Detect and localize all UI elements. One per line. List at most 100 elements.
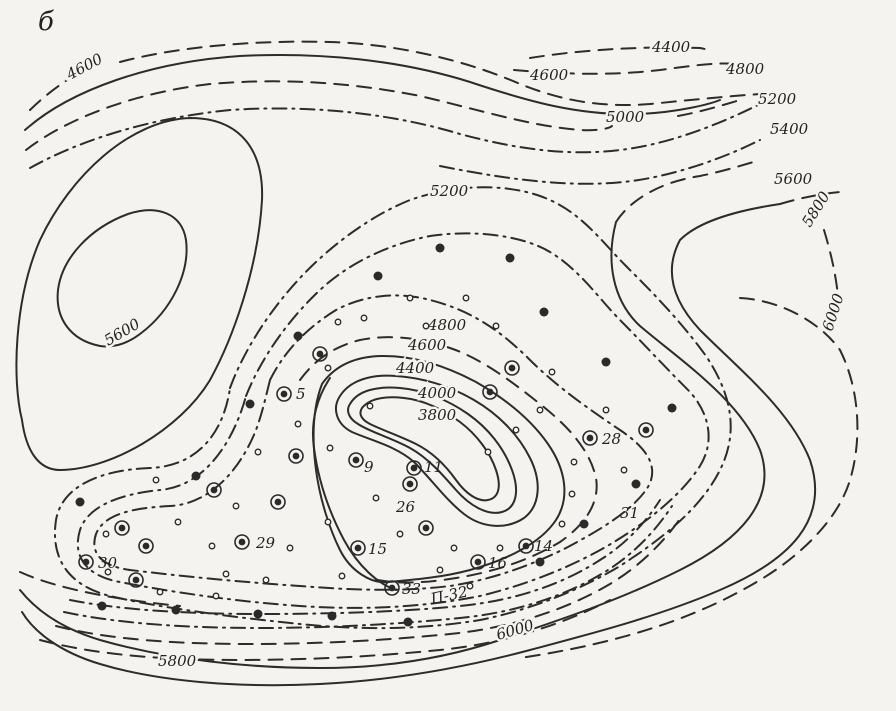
contour-label-4600-top-left: 4600 (63, 50, 106, 84)
well-label-14: 14 (534, 537, 553, 555)
well-label-26: 26 (395, 498, 416, 516)
contour-label-4800-inner: 4800 (427, 316, 467, 334)
well-label-11: 11 (424, 458, 443, 476)
well-label-28: 28 (601, 430, 621, 448)
ring-well (138, 538, 154, 554)
well-label-p32: П-32 (428, 583, 469, 609)
well-label-29: 29 (255, 534, 276, 552)
ring-well (418, 520, 434, 536)
isoline-5600-right (615, 159, 761, 223)
filled-well-dot (373, 271, 383, 281)
ring-well (482, 384, 498, 400)
panel-letter: б (38, 7, 54, 37)
isoline-bottom-5 (19, 571, 181, 607)
hollow-well-dot (512, 426, 520, 434)
well-label-30: 30 (98, 554, 118, 572)
ring-well (312, 346, 328, 362)
filled-well-dot (601, 357, 611, 367)
isoline-5400 (439, 139, 761, 185)
hollow-well-dot (492, 322, 500, 330)
well-label-15: 15 (368, 540, 387, 558)
filled-well-dot (403, 617, 413, 627)
hollow-well-dot (406, 294, 414, 302)
contour-label-3800: 3800 (418, 406, 457, 424)
hollow-well-dot (104, 568, 112, 576)
contour-label-5800-bottom: 5800 (158, 652, 197, 670)
isoline-bottom-4 (39, 599, 611, 661)
ring-well (350, 540, 366, 556)
isoline-4000 (335, 374, 539, 527)
hollow-well-dot (152, 476, 160, 484)
hollow-well-dot (338, 572, 346, 580)
ring-well (206, 482, 222, 498)
filled-well-dot (535, 557, 545, 567)
hollow-well-dot (372, 494, 380, 502)
hollow-well-dot (334, 318, 342, 326)
isoline-4600-top-left (29, 40, 761, 111)
hollow-well-dot (620, 466, 628, 474)
isoline-4400 (529, 46, 713, 59)
filled-well-dot (327, 611, 337, 621)
filled-well-dot (539, 307, 549, 317)
hollow-well-dot (536, 406, 544, 414)
filled-well-dot (97, 601, 107, 611)
isoline-5200-upper (29, 103, 761, 169)
ring-well (384, 580, 400, 596)
isoline-boundary-west (312, 377, 397, 591)
hollow-well-dot (222, 570, 230, 578)
hollow-well-dot (360, 314, 368, 322)
isoline-5000 (25, 80, 741, 151)
isoline-bottom-1 (69, 499, 661, 615)
ring-well (518, 538, 534, 554)
hollow-well-dot (254, 448, 262, 456)
isoline-4600-top-right (513, 62, 741, 75)
hollow-well-dot (294, 420, 302, 428)
contour-label-4800-top: 4800 (725, 60, 765, 78)
filled-well-dot (505, 253, 515, 263)
hollow-well-dot (174, 518, 182, 526)
isoline-bottom-2 (63, 505, 673, 629)
hollow-well-dot (422, 322, 430, 330)
filled-well-dot (75, 497, 85, 507)
isoline-4800-top (24, 54, 721, 131)
contour-label-4600-inner: 4600 (407, 336, 447, 354)
filled-well-dot (171, 605, 181, 615)
hollow-well-dot (232, 502, 240, 510)
isoline-5800-right-body (21, 203, 816, 687)
hollow-well-dot (324, 518, 332, 526)
isoline-5600-inner-loop (56, 209, 188, 348)
isoline-3800-inner (359, 396, 500, 502)
ring-well (638, 422, 654, 438)
hollow-well-dot (436, 566, 444, 574)
filled-well-dot (191, 471, 201, 481)
ring-well (288, 448, 304, 464)
hollow-well-dot (496, 544, 504, 552)
ring-well (114, 520, 130, 536)
hollow-well-dot (570, 458, 578, 466)
hollow-well-dot (366, 402, 374, 410)
contour-label-4400: 4400 (651, 38, 691, 56)
ring-well (78, 554, 94, 570)
filled-well-dot (579, 519, 589, 529)
hollow-well-dot (558, 520, 566, 528)
contour-label-6000-bottom: 6000 (494, 616, 536, 644)
hollow-well-dot (324, 364, 332, 372)
well-label-9: 9 (364, 458, 374, 476)
hollow-well-dot (484, 448, 492, 456)
hollow-well-dot (462, 294, 470, 302)
contour-label-6000-right: 6000 (819, 291, 848, 333)
ring-well (504, 360, 520, 376)
contour-label-5400: 5400 (770, 120, 809, 138)
contour-label-5000: 5000 (606, 108, 645, 126)
contour-label-4400-inner: 4400 (395, 359, 435, 377)
ring-well (402, 476, 418, 492)
well-label-16: 16 (488, 554, 508, 572)
hollow-well-dot (262, 576, 270, 584)
contour-label-4600-top-right: 4600 (529, 66, 569, 84)
isoline-6000-right (519, 229, 859, 659)
filled-well-dot (293, 331, 303, 341)
filled-well-dot (631, 479, 641, 489)
ring-well (276, 386, 292, 402)
